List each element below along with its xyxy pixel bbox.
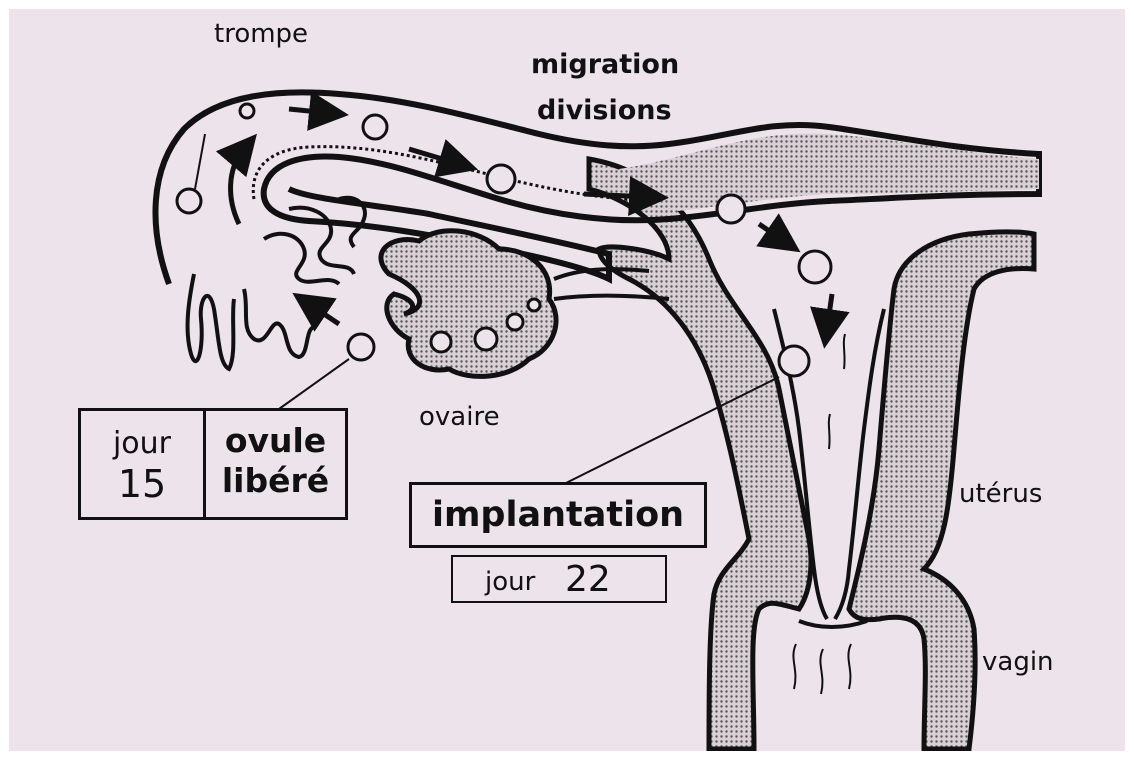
ovulation-event-line2: libéré [206,463,345,500]
ovulation-event-line1: ovule [206,423,345,460]
fertilized-ovum [177,189,201,213]
implantation-day-number: 22 [565,562,611,598]
ovulation-leader [279,359,349,409]
cervix-line [799,621,867,627]
released-ovum [348,334,374,360]
ovulation-box: jour 15 ovule libéré [78,408,348,520]
implantation-day-box: jour 22 [451,555,667,603]
implantation-day-word: jour [485,569,535,595]
label-trompe: trompe [214,21,308,47]
implantation-title-box: implantation [409,482,707,548]
label-divisions: divisions [537,97,672,124]
ovarian-ligament-2 [554,296,669,299]
diagram-slide: trompe migration divisions ovaire utérus… [9,9,1125,751]
label-uterus: utérus [959,481,1042,507]
implantation-title: implantation [412,496,704,535]
ovulation-day-number: 15 [81,463,203,506]
label-vagin: vagin [982,649,1054,675]
ovulation-day-word: jour [81,427,203,461]
label-migration: migration [531,51,679,78]
label-ovaire: ovaire [419,404,500,430]
